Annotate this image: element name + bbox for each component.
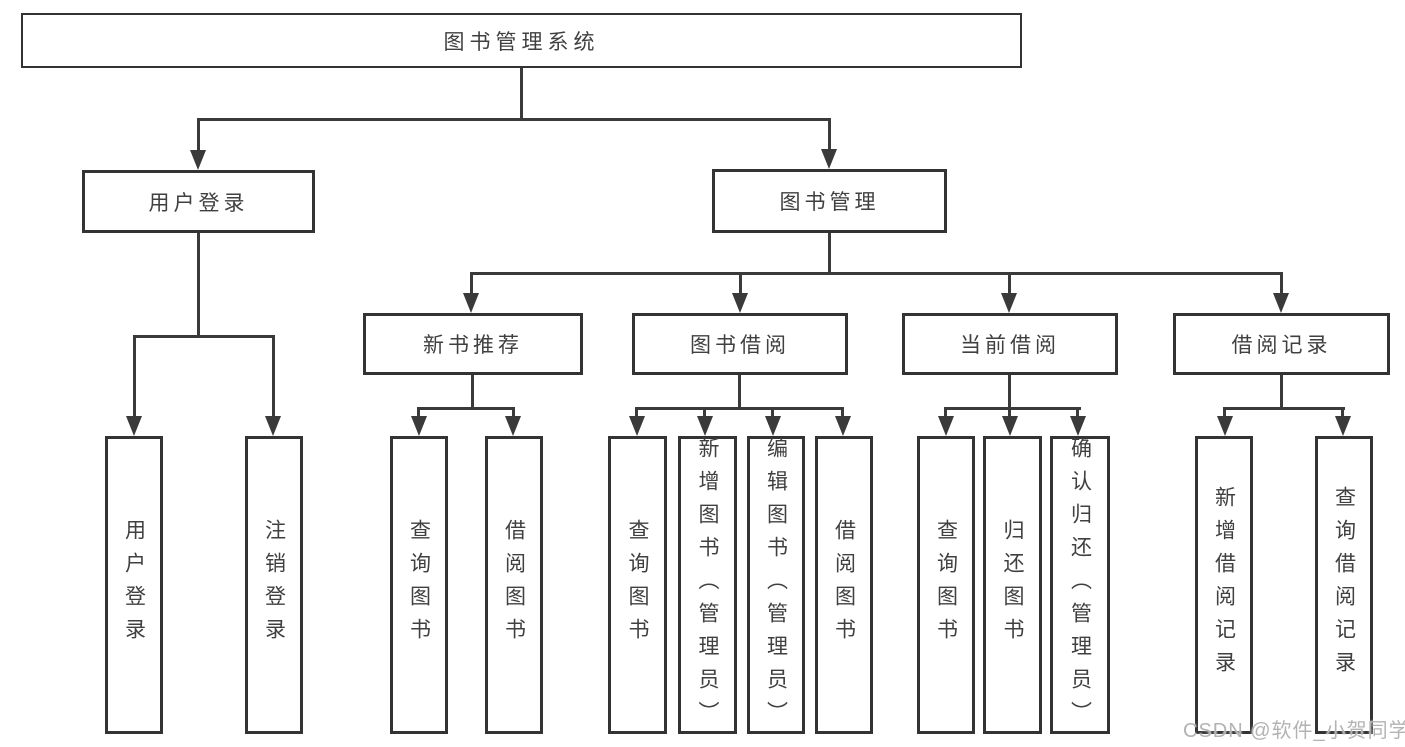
connector-borrow-records-bar [1223, 407, 1345, 410]
connector-drop-leaf-login [133, 335, 136, 418]
node-borrow-books-recommend: 借阅图书 [485, 436, 543, 734]
arrowhead-book-management [821, 149, 837, 169]
connector-drop-book-management [828, 118, 831, 152]
node-user-login: 用户登录 [82, 170, 315, 233]
connector-new-book-stem [471, 375, 474, 407]
arrowhead-br-add [1217, 416, 1233, 436]
node-borrow-books-recommend-label: 借阅图书 [502, 519, 526, 651]
arrowhead-leaf-logout [265, 416, 281, 436]
node-borrow-books: 借阅图书 [815, 436, 873, 734]
connector-drop-borrow-records [1280, 272, 1283, 297]
arrowhead-cb-query [938, 416, 954, 436]
connector-drop-current-borrow [1008, 272, 1011, 297]
connector-drop-leaf-logout [272, 335, 275, 418]
arrowhead-cb-confirm [1070, 416, 1086, 436]
node-query-books-recommend-label: 查询图书 [407, 519, 431, 651]
node-library-system: 图书管理系统 [21, 13, 1022, 68]
node-new-book-recommendation-label: 新书推荐 [423, 334, 523, 357]
node-add-borrow-record-label: 新增借阅记录 [1212, 486, 1236, 684]
arrowhead-bb-edit [765, 416, 781, 436]
arrowhead-user-login [190, 150, 206, 170]
connector-drop-nb-borrow [512, 407, 515, 419]
node-query-borrow-record: 查询借阅记录 [1315, 436, 1373, 734]
connector-book-borrow-bar [635, 407, 844, 410]
node-confirm-return-admin-label: 确认归还（管理员） [1068, 436, 1092, 734]
node-add-book-admin-label: 新增图书（管理员） [696, 436, 720, 734]
connector-borrow-records-stem [1280, 375, 1283, 407]
node-query-books-current-label: 查询图书 [934, 519, 958, 651]
connector-book-management-stem [828, 233, 831, 272]
node-book-management: 图书管理 [712, 169, 947, 233]
csdn-watermark: CSDN @软件_小贺同学 [1183, 720, 1405, 742]
node-user-login-leaf: 用户登录 [105, 436, 163, 734]
node-library-system-label: 图书管理系统 [443, 30, 600, 54]
arrowhead-nb-borrow [505, 416, 521, 436]
connector-drop-book-borrow [739, 272, 742, 297]
connector-new-book-bar [417, 407, 514, 410]
node-confirm-return-admin: 确认归还（管理员） [1050, 436, 1110, 734]
connector-current-borrow-stem [1008, 375, 1011, 407]
arrowhead-bb-borrow [835, 416, 851, 436]
node-book-borrowing-label: 图书借阅 [690, 334, 790, 357]
node-user-login-leaf-label: 用户登录 [122, 519, 146, 651]
connector-drop-nb-query [417, 407, 420, 419]
arrowhead-cb-return [1002, 416, 1018, 436]
connector-drop-cb-confirm [1076, 407, 1079, 419]
arrowhead-br-query [1335, 416, 1351, 436]
node-edit-book-admin-label: 编辑图书（管理员） [764, 436, 788, 734]
connector-drop-bb-edit [771, 407, 774, 419]
node-query-borrow-record-label: 查询借阅记录 [1332, 486, 1356, 684]
connector-level1-bar [197, 118, 831, 121]
connector-drop-br-add [1223, 407, 1226, 419]
node-return-books-label: 归还图书 [1001, 519, 1025, 651]
node-current-borrowing-label: 当前借阅 [960, 334, 1060, 357]
node-borrow-books-label: 借阅图书 [832, 519, 856, 651]
connector-drop-user-login [197, 118, 200, 152]
node-logout: 注销登录 [245, 436, 303, 734]
node-edit-book-admin: 编辑图书（管理员） [747, 436, 805, 734]
node-return-books: 归还图书 [983, 436, 1042, 734]
node-borrowing-records-label: 借阅记录 [1231, 334, 1332, 357]
connector-drop-cb-query [944, 407, 947, 419]
node-book-management-label: 图书管理 [779, 191, 880, 214]
connector-drop-br-query [1341, 407, 1344, 419]
connector-drop-bb-add [703, 407, 706, 419]
arrowhead-nb-query [411, 416, 427, 436]
arrowhead-book-borrow [732, 293, 748, 313]
node-add-borrow-record: 新增借阅记录 [1195, 436, 1253, 734]
connector-level2-bar [470, 272, 1283, 275]
connector-drop-bb-borrow [841, 407, 844, 419]
arrowhead-current-borrow [1001, 293, 1017, 313]
node-user-login-label: 用户登录 [148, 191, 249, 215]
node-book-borrowing: 图书借阅 [632, 313, 848, 375]
node-current-borrowing: 当前借阅 [902, 313, 1118, 375]
connector-book-borrow-stem [738, 375, 741, 407]
connector-root-stem [520, 68, 523, 118]
arrowhead-bb-query [629, 416, 645, 436]
node-query-books-recommend: 查询图书 [390, 436, 448, 734]
connector-drop-new-book [470, 272, 473, 297]
connector-current-borrow-bar [944, 407, 1081, 410]
node-add-book-admin: 新增图书（管理员） [678, 436, 737, 734]
arrowhead-borrow-records [1273, 293, 1289, 313]
connector-user-login-bar [133, 335, 275, 338]
connector-drop-bb-query [635, 407, 638, 419]
connector-user-login-stem [197, 233, 200, 335]
arrowhead-new-book [463, 293, 479, 313]
connector-drop-cb-return [1008, 407, 1011, 419]
node-logout-label: 注销登录 [262, 519, 286, 651]
node-query-books-current: 查询图书 [917, 436, 975, 734]
node-new-book-recommendation: 新书推荐 [363, 313, 583, 375]
node-query-books-borrowing-label: 查询图书 [626, 519, 650, 651]
node-query-books-borrowing: 查询图书 [608, 436, 667, 734]
arrowhead-leaf-login [126, 416, 142, 436]
arrowhead-bb-add [697, 416, 713, 436]
node-borrowing-records: 借阅记录 [1173, 313, 1390, 375]
